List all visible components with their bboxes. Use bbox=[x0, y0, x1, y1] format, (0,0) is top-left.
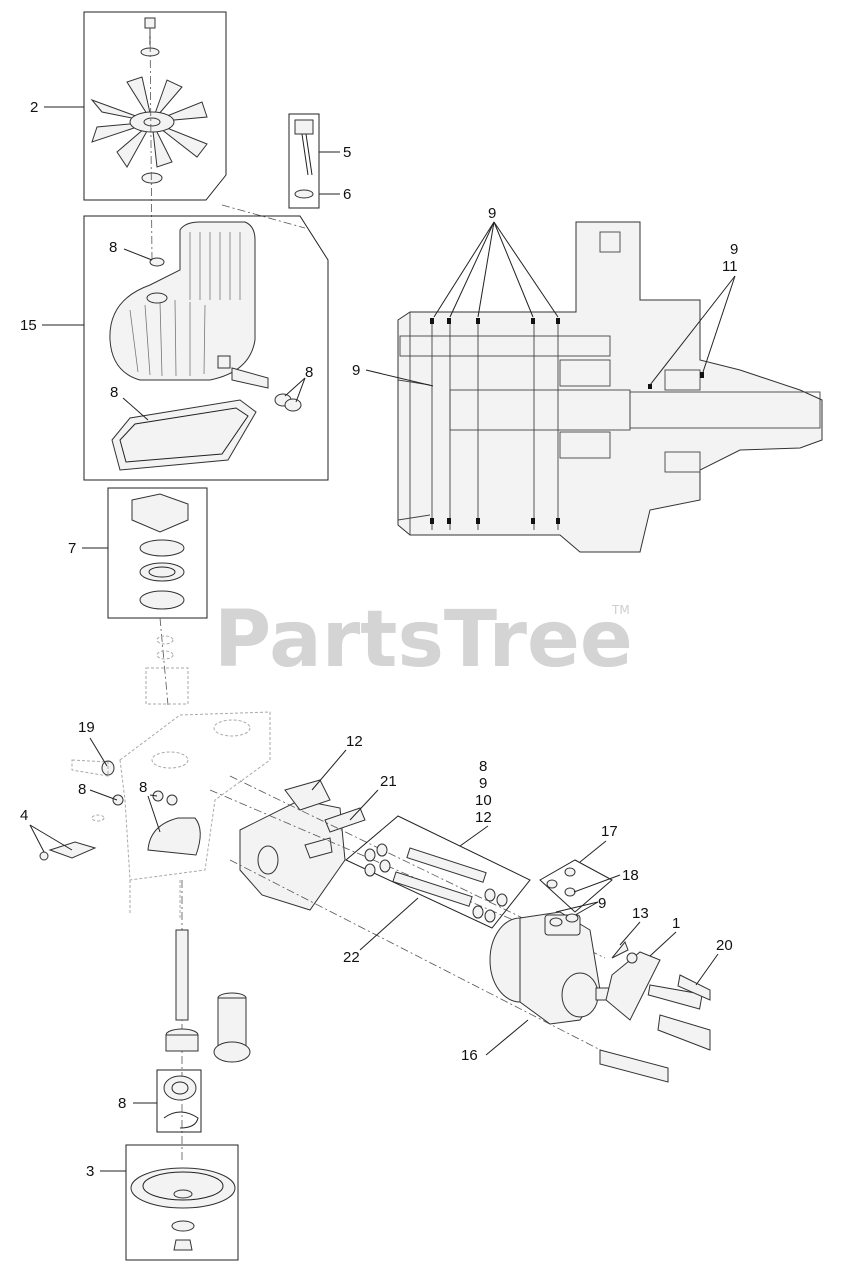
leader-1 bbox=[649, 931, 677, 957]
callout-16: 16 bbox=[461, 1047, 478, 1064]
leader-8-left bbox=[89, 789, 118, 801]
leader-9-left bbox=[365, 369, 434, 387]
callout-18: 18 bbox=[622, 867, 639, 884]
leader-21 bbox=[349, 789, 379, 821]
callout-5: 5 bbox=[343, 144, 351, 161]
leader-8-seal-b bbox=[147, 795, 161, 833]
callout-7: 7 bbox=[68, 540, 76, 557]
callout-12-top: 12 bbox=[346, 733, 363, 750]
callout-9-group: 9 bbox=[479, 775, 487, 792]
callout-9-top: 9 bbox=[488, 205, 496, 222]
callout-15: 15 bbox=[20, 317, 37, 334]
leader-8-seal-a bbox=[149, 794, 158, 797]
callout-8-cover: 8 bbox=[109, 239, 117, 256]
leader-11-a bbox=[649, 275, 736, 386]
transmission-housing-ghost bbox=[39, 617, 271, 920]
callout-8-bearing: 8 bbox=[118, 1095, 126, 1112]
input-shaft bbox=[165, 880, 251, 1160]
callout-9-kit: 9 bbox=[598, 895, 606, 912]
callout-3: 3 bbox=[86, 1163, 94, 1180]
housing-assembly[interactable] bbox=[83, 215, 329, 481]
watermark-tm: TM bbox=[611, 603, 630, 617]
callout-8-left: 8 bbox=[78, 781, 86, 798]
callout-8-seal: 8 bbox=[139, 779, 147, 796]
leader-13 bbox=[619, 921, 641, 946]
leader-12-top bbox=[311, 749, 347, 791]
bearing-retainer-assembly[interactable] bbox=[156, 1069, 202, 1133]
callout-19: 19 bbox=[78, 719, 95, 736]
pump-cross-section bbox=[397, 221, 823, 553]
leader-4-b bbox=[29, 824, 73, 851]
callout-21: 21 bbox=[380, 773, 397, 790]
hydraulic-pump[interactable] bbox=[489, 911, 661, 1025]
leader-8-cover bbox=[123, 248, 153, 261]
callout-8-pair: 8 bbox=[305, 364, 313, 381]
callout-1: 1 bbox=[672, 915, 680, 932]
callout-9-right: 9 bbox=[730, 241, 738, 258]
leader-11-b bbox=[702, 275, 736, 373]
leader-8-pair-a bbox=[284, 377, 306, 397]
leaders-9-top bbox=[433, 221, 559, 318]
leader-22 bbox=[359, 897, 419, 951]
fan-assembly[interactable] bbox=[83, 11, 227, 261]
callout-4: 4 bbox=[20, 807, 28, 824]
leader-group bbox=[459, 825, 489, 847]
leader-16 bbox=[485, 1019, 529, 1056]
leader-8-gasket bbox=[122, 397, 149, 421]
leader-8-pair-b bbox=[295, 377, 306, 403]
bolts[interactable] bbox=[599, 974, 711, 1083]
check-valve-kit[interactable] bbox=[539, 859, 613, 913]
leader-4-a bbox=[29, 824, 45, 853]
callout-8-gasket: 8 bbox=[110, 384, 118, 401]
callout-6: 6 bbox=[343, 186, 351, 203]
piston-kit[interactable] bbox=[345, 815, 531, 929]
callout-12-group: 12 bbox=[475, 809, 492, 826]
callout-11: 11 bbox=[722, 258, 738, 275]
callout-22: 22 bbox=[343, 949, 360, 966]
center-section[interactable] bbox=[209, 775, 621, 1061]
leader-20 bbox=[695, 953, 719, 986]
callout-9-left: 9 bbox=[352, 362, 360, 379]
leader-19 bbox=[89, 737, 108, 767]
leader-18 bbox=[573, 874, 621, 893]
callout-8-group: 8 bbox=[479, 758, 487, 775]
leader-9-kit-a bbox=[555, 901, 599, 913]
leader-17 bbox=[579, 840, 607, 863]
callout-17: 17 bbox=[601, 823, 618, 840]
callout-20: 20 bbox=[716, 937, 733, 954]
pulley-assembly[interactable] bbox=[125, 1144, 239, 1261]
callout-2: 2 bbox=[30, 99, 38, 116]
watermark-text: PartsTree bbox=[214, 595, 633, 685]
callout-10-group: 10 bbox=[475, 792, 492, 809]
dipstick-assembly[interactable] bbox=[288, 113, 320, 209]
callout-13: 13 bbox=[632, 905, 649, 922]
swashplate-bearing-assembly[interactable] bbox=[107, 487, 208, 619]
